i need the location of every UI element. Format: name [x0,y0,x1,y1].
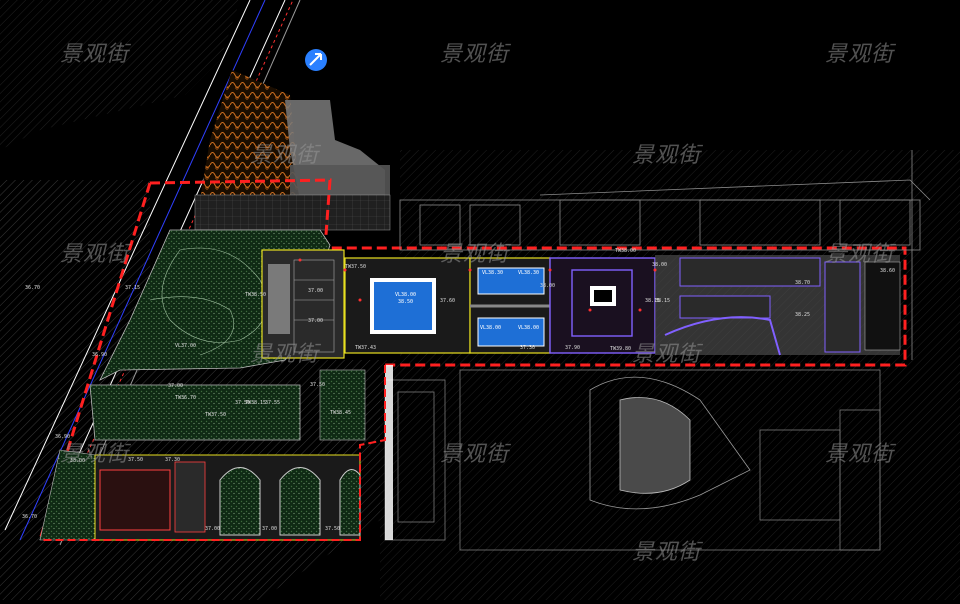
elevation-label: 37.55 [265,400,281,406]
elevation-label: 38.25 [795,312,811,318]
orange-plaza [200,70,300,200]
spot-level-label: TW38.00 [615,248,637,254]
spot-level-label: TW37.43 [355,345,377,351]
elevation-label: 38.00 [70,458,86,464]
elevation-label: 37.50 [325,526,341,532]
elevation-label: 37.00 [308,318,324,324]
elevation-label: 38.70 [795,280,811,286]
grid-markers [298,258,657,312]
elevation-label: 38.00 [652,262,668,268]
elevation-label: 37.30 [520,345,536,351]
spot-level-label: TW37.50 [345,264,367,270]
spot-level-label: TW38.45 [330,410,352,416]
elevation-label: 37.00 [262,526,278,532]
north-arrow-icon [305,49,327,71]
east-zone [655,255,901,356]
elevation-label: 38.60 [880,268,896,274]
elevation-label: 36.70 [25,285,41,291]
elevation-label: 37.50 [128,457,144,463]
spot-level-label: TW38.50 [245,292,267,298]
pond-level-label: VL38.00 [518,325,540,331]
lawn-south [39,369,366,541]
spot-level-label: TW39.80 [610,346,632,352]
hatch-right [380,150,960,600]
elevation-label: 37.90 [565,345,581,351]
elevation-label: 36.70 [22,514,38,520]
elevation-label: 37.30 [165,457,181,463]
pond-level-label: VL38.00 [480,325,502,331]
arched-bays [94,454,361,541]
pond-level-label: VL38.30 [482,270,504,276]
elevation-label: 38.00 [540,283,556,289]
elevation-label: 36.90 [55,434,71,440]
auditorium-outline [384,369,881,551]
pool-level-label: VL38.00 [395,292,417,298]
yellow-plaza [261,249,345,359]
spot-level-label: TW37.50 [205,412,227,418]
elevation-label: 36.90 [92,352,108,358]
site-boundary [38,178,907,541]
elevation-label: 38.15 [655,298,671,304]
pond-level-label: VL38.30 [518,270,540,276]
elevation-label: 37.50 [235,400,251,406]
elevation-label: 37.50 [310,382,326,388]
spot-level-label: TW36.70 [175,395,197,401]
elevation-label: 37.60 [440,298,456,304]
pool-courtyard [344,257,551,354]
building-outlines-north [399,150,931,360]
elevation-label: 37.00 [308,288,324,294]
elevation-label: 38.15 [645,298,661,304]
grey-plaza [194,100,391,231]
elevation-label: 37.00 [168,383,184,389]
spot-level-label: TW38.15 [245,400,267,406]
purple-block [549,257,656,354]
site-boundary-south [40,365,386,541]
spot-level-label: VL37.00 [175,343,197,349]
elevation-label: 37.00 [205,526,221,532]
pool-level-label: 38.50 [398,299,414,305]
south-walk [385,365,393,540]
elevation-label: 37.15 [125,285,141,291]
